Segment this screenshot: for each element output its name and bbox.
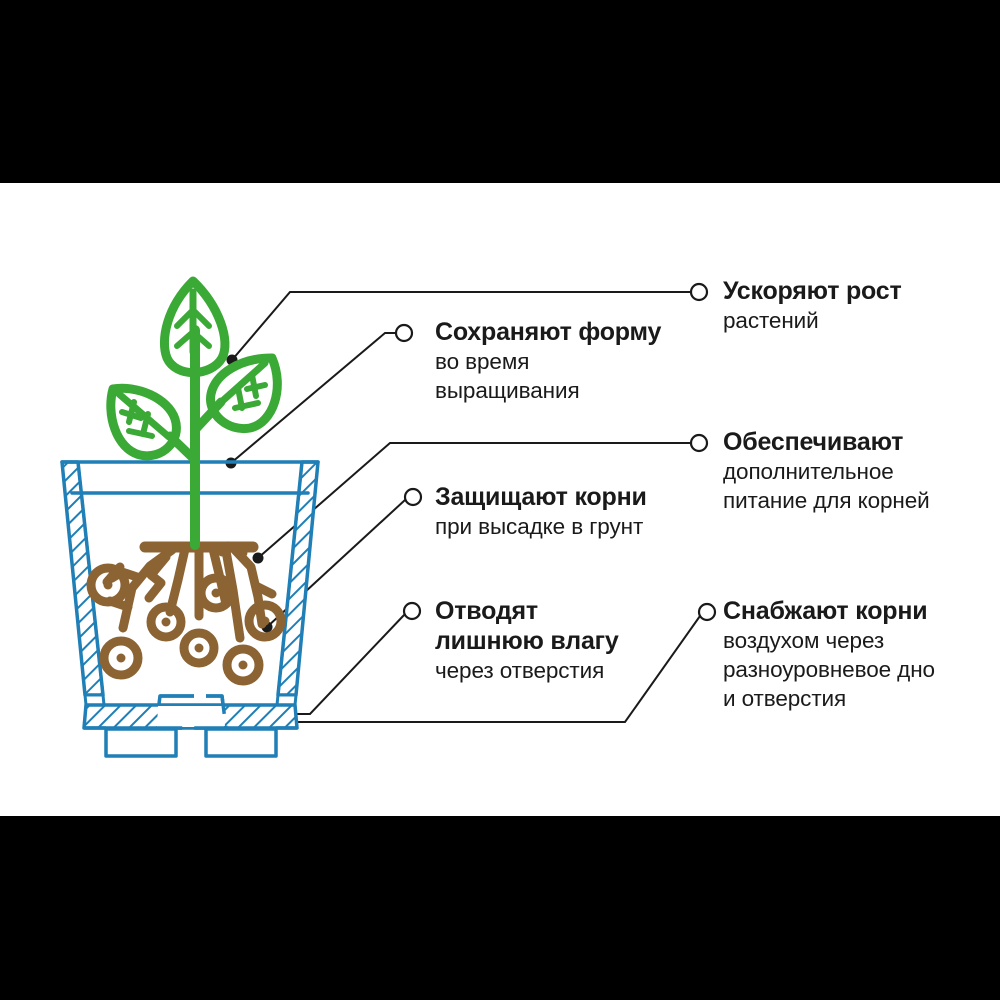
pot-bottom-slab-gap <box>157 706 225 727</box>
callout-vlaga-sub-1: через отверстия <box>435 658 605 683</box>
leader-line-rost <box>231 291 690 361</box>
callout-forma-title: Сохраняют форму <box>435 318 662 346</box>
callout-vozduh-sub-2: и отверстия <box>723 686 847 711</box>
root-tip-4 <box>179 628 219 668</box>
marker-circle-korni <box>403 487 423 507</box>
root-tips <box>86 563 286 686</box>
root-tip-5 <box>196 573 236 613</box>
plant-group <box>106 276 282 550</box>
leaf-left <box>106 383 181 461</box>
callout-vlaga: Отводят лишнюю влагу через отверстия <box>435 596 619 685</box>
callout-pitanie-sub-0: дополнительное <box>723 459 894 484</box>
root-tip-1 <box>86 563 130 607</box>
callout-korni: Защищают корни при высадке в грунт <box>435 482 647 541</box>
marker-circle-forma <box>394 323 414 343</box>
callout-vozduh: Снабжают корни воздухом через разноуровн… <box>723 596 935 713</box>
callout-korni-title: Защищают корни <box>435 483 647 511</box>
leader-line-forma <box>230 332 395 464</box>
callout-rost: Ускоряют рост растений <box>723 276 902 335</box>
marker-circle-vlaga <box>402 601 422 621</box>
pot-foot-left <box>104 727 178 758</box>
letterbox-bar-bottom <box>0 816 1000 1000</box>
callout-vlaga-title: Отводят <box>435 597 538 625</box>
marker-circle-pitanie <box>689 433 709 453</box>
leaf-top <box>160 276 230 377</box>
callout-vozduh-sub-1: разноуровневое дно <box>723 657 935 682</box>
callout-forma: Сохраняют форму во время выращивания <box>435 317 661 405</box>
pot-foot-right <box>204 727 278 758</box>
marker-circle-vozduh <box>697 602 717 622</box>
root-tip-2 <box>99 636 143 680</box>
marker-circle-rost <box>689 282 709 302</box>
pot-inner-slope-right <box>276 460 304 697</box>
callout-vozduh-title: Снабжают корни <box>723 597 928 625</box>
anchor-dot-pitanie <box>252 552 264 564</box>
plant-branch-right <box>190 397 226 435</box>
callout-pitanie-title: Обеспечивают <box>723 428 904 456</box>
root-branch-zigzag <box>144 552 171 603</box>
leaf-right <box>206 353 282 434</box>
root-tip-3 <box>146 602 186 642</box>
callout-pitanie-sub-1: питание для корней <box>723 488 930 513</box>
callout-forma-sub-1: выращивания <box>435 378 580 403</box>
callout-vlaga-title-2: лишнюю влагу <box>435 627 619 655</box>
pot-center-platform-outline <box>156 694 228 730</box>
leader-end-markers <box>394 282 717 622</box>
root-tip-6 <box>222 644 264 686</box>
root-branch-midleft <box>165 544 190 617</box>
callout-forma-sub-0: во время <box>435 349 530 374</box>
root-branch-right-spur2 <box>251 581 277 599</box>
callout-pitanie: Обеспечивают дополнительное питание для … <box>723 427 930 515</box>
callout-vozduh-sub-0: воздухом через <box>723 628 885 653</box>
callout-rost-title: Ускоряют рост <box>723 277 902 305</box>
pot-group <box>60 460 320 758</box>
callout-korni-sub-0: при высадке в грунт <box>435 514 644 539</box>
letterbox-bar-top <box>0 0 1000 183</box>
plant-branch-left <box>165 431 200 465</box>
callout-rost-sub-0: растений <box>723 308 819 333</box>
root-tip-7 <box>244 600 286 642</box>
leader-line-vozduh <box>262 615 701 723</box>
